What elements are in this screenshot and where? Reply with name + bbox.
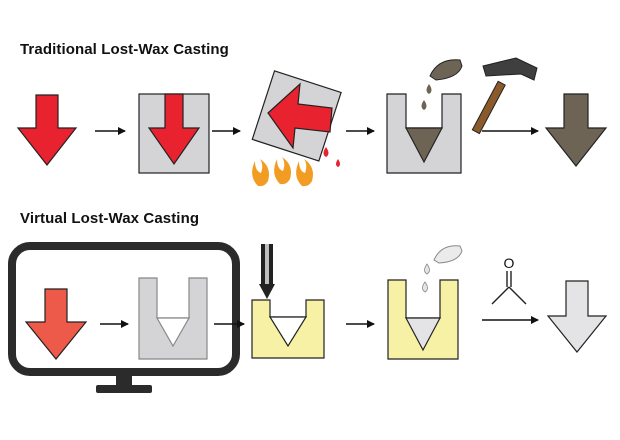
virtual-cavity-arrow <box>155 317 191 348</box>
metal-drop <box>426 84 432 94</box>
monitor-icon <box>8 242 240 393</box>
liquid-drop <box>424 263 430 275</box>
wax-drip <box>336 159 340 167</box>
metal-drop <box>421 100 427 110</box>
virtual-model-arrow <box>24 288 88 360</box>
flame-icon <box>252 157 313 187</box>
virtual-cast-arrow <box>405 317 441 352</box>
molecule-atom-label: O <box>504 255 515 271</box>
wax-drip <box>323 147 329 157</box>
virtual-row-title: Virtual Lost-Wax Casting <box>20 210 200 227</box>
wax-in-mold-arrow <box>147 93 201 166</box>
drill-bit-icon <box>259 244 275 299</box>
melting-wax-arrow <box>267 82 333 150</box>
printed-cavity-arrow <box>268 316 308 348</box>
traditional-row-title: Traditional Lost-Wax Casting <box>20 41 229 58</box>
wax-model-arrow <box>16 94 78 166</box>
final-virtual-arrow <box>546 280 608 353</box>
hammer-icon <box>471 57 538 135</box>
molecule-icon <box>491 271 527 305</box>
liquid-drop <box>422 281 428 293</box>
crucible-icon <box>433 245 463 264</box>
crucible-icon <box>429 59 463 81</box>
final-metal-arrow <box>544 93 608 167</box>
cast-metal-arrow <box>405 127 443 164</box>
